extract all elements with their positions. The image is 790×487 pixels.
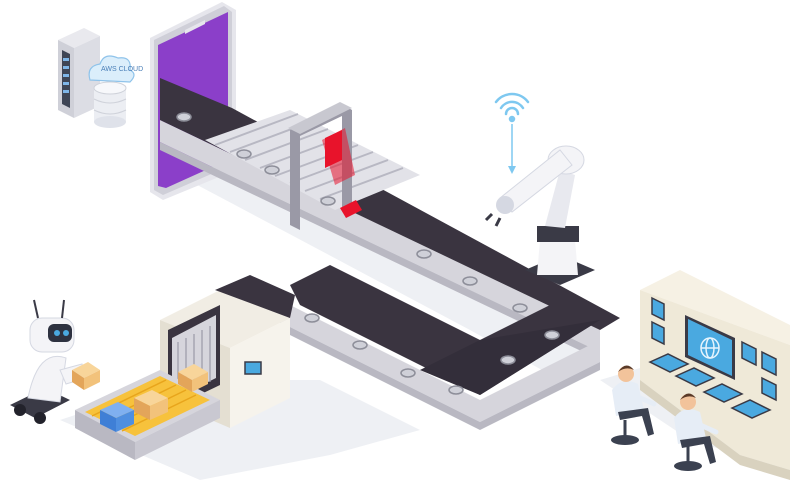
server-rack <box>58 28 100 118</box>
database-icon <box>93 81 127 128</box>
service-robot <box>10 299 100 424</box>
upper-conveyor <box>160 78 620 360</box>
operator-2 <box>674 393 719 471</box>
cloud-label: AWS CLOUD <box>101 66 143 73</box>
server-icon <box>63 58 69 93</box>
roller-conveyor <box>75 364 220 460</box>
cloud-icon: AWS CLOUD <box>88 55 143 83</box>
main-monitor <box>685 315 735 380</box>
laser-scanner <box>288 102 362 230</box>
lower-conveyor <box>280 265 600 430</box>
operator-1 <box>611 365 657 445</box>
globe-icon <box>700 337 720 359</box>
robot-arm <box>484 124 595 285</box>
control-console <box>640 270 790 480</box>
wifi-icon <box>494 92 530 123</box>
